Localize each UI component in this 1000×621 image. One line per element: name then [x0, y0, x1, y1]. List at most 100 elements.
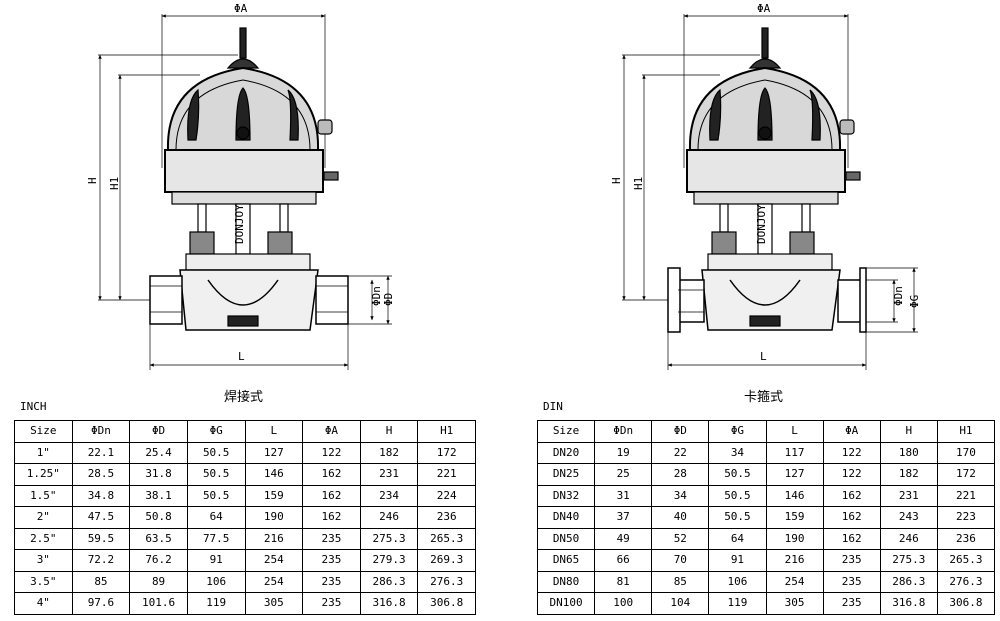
table-cell: 286.3	[359, 570, 419, 593]
table-cell: 305	[244, 592, 304, 615]
table-cell: DN100	[536, 592, 596, 615]
left-dim-phiD: ΦD	[382, 293, 395, 306]
right-dim-H1: H1	[632, 177, 645, 190]
table-cell: 64	[186, 506, 246, 529]
table-cell: 1.5"	[14, 484, 73, 507]
table-cell: 47.5	[71, 506, 131, 529]
table-cell: 34.8	[71, 484, 131, 507]
right-brand-label: DONJOY	[755, 204, 768, 244]
table-cell: 37	[594, 506, 653, 529]
table-cell: 182	[879, 463, 938, 486]
table-cell: 122	[302, 441, 361, 464]
table-cell: 81	[594, 570, 653, 593]
table-cell: 50.5	[708, 463, 767, 486]
table-cell: 180	[879, 441, 938, 464]
table-cell: 77.5	[186, 527, 246, 550]
table-cell: 265.3	[417, 527, 476, 550]
table-cell: 235	[822, 592, 881, 615]
table-cell: 216	[244, 527, 304, 550]
table-cell: 235	[302, 592, 361, 615]
table-cell: 235	[302, 570, 361, 593]
table-cell: 221	[417, 463, 476, 486]
table-cell: 162	[302, 463, 361, 486]
header-cell: ΦDn	[594, 420, 653, 443]
right-table-caption: 卡箍式	[744, 390, 784, 405]
table-cell: 182	[359, 441, 419, 464]
table-cell: 231	[359, 463, 419, 486]
right-dim-phiDn: ΦDn	[892, 286, 905, 306]
table-cell: 236	[936, 527, 996, 550]
table-cell: 106	[186, 570, 246, 593]
table-cell: 190	[244, 506, 304, 529]
table-cell: 22	[651, 441, 710, 464]
header-cell: ΦD	[129, 420, 188, 443]
table-cell: 91	[186, 549, 246, 572]
table-cell: 50.5	[708, 506, 767, 529]
table-cell: 85	[71, 570, 131, 593]
table-cell: 50.5	[708, 484, 767, 507]
table-cell: 159	[244, 484, 304, 507]
table-cell: 286.3	[879, 570, 938, 593]
table-cell: 235	[302, 549, 361, 572]
table-cell: 119	[708, 592, 767, 615]
table-cell: 34	[708, 441, 767, 464]
header-cell: L	[765, 420, 824, 443]
table-cell: 275.3	[879, 549, 938, 572]
left-dim-L: L	[238, 350, 245, 363]
right-dim-H: H	[610, 177, 623, 184]
table-cell: 275.3	[359, 527, 419, 550]
right-dimension-labels: ΦA H H1 L ΦDn ΦG	[610, 2, 921, 363]
table-cell: 106	[708, 570, 767, 593]
table-cell: DN65	[536, 549, 596, 572]
table-cell: 254	[244, 549, 304, 572]
table-cell: 234	[359, 484, 419, 507]
table-cell: 101.6	[129, 592, 188, 615]
table-cell: 2"	[14, 506, 73, 529]
table-cell: 59.5	[71, 527, 131, 550]
table-cell: 70	[651, 549, 710, 572]
header-cell: ΦA	[822, 420, 881, 443]
table-cell: 235	[822, 549, 881, 572]
header-cell: H1	[417, 420, 476, 443]
table-cell: 72.2	[71, 549, 131, 572]
table-cell: 235	[302, 527, 361, 550]
left-table-caption: 焊接式	[224, 390, 264, 405]
table-cell: 3"	[14, 549, 73, 572]
table-cell: 63.5	[129, 527, 188, 550]
table-cell: 159	[765, 506, 824, 529]
table-cell: 52	[651, 527, 710, 550]
table-cell: 305	[765, 592, 824, 615]
table-cell: 254	[765, 570, 824, 593]
header-cell: Size	[14, 420, 73, 443]
header-cell: L	[244, 420, 304, 443]
table-cell: 221	[936, 484, 996, 507]
table-cell: 85	[651, 570, 710, 593]
table-cell: 50.5	[186, 463, 246, 486]
table-cell: 316.8	[359, 592, 419, 615]
right-table-standard: DIN	[543, 400, 563, 413]
table-cell: 91	[708, 549, 767, 572]
table-cell: DN32	[536, 484, 596, 507]
table-cell: 31.8	[129, 463, 188, 486]
table-cell: 162	[822, 484, 881, 507]
table-cell: DN80	[536, 570, 596, 593]
header-cell: Size	[536, 420, 596, 443]
table-cell: 265.3	[936, 549, 996, 572]
table-cell: 117	[765, 441, 824, 464]
table-cell: DN40	[536, 506, 596, 529]
table-cell: 162	[302, 506, 361, 529]
right-valve-drawing: DONJOY	[622, 14, 918, 370]
table-cell: 269.3	[417, 549, 476, 572]
